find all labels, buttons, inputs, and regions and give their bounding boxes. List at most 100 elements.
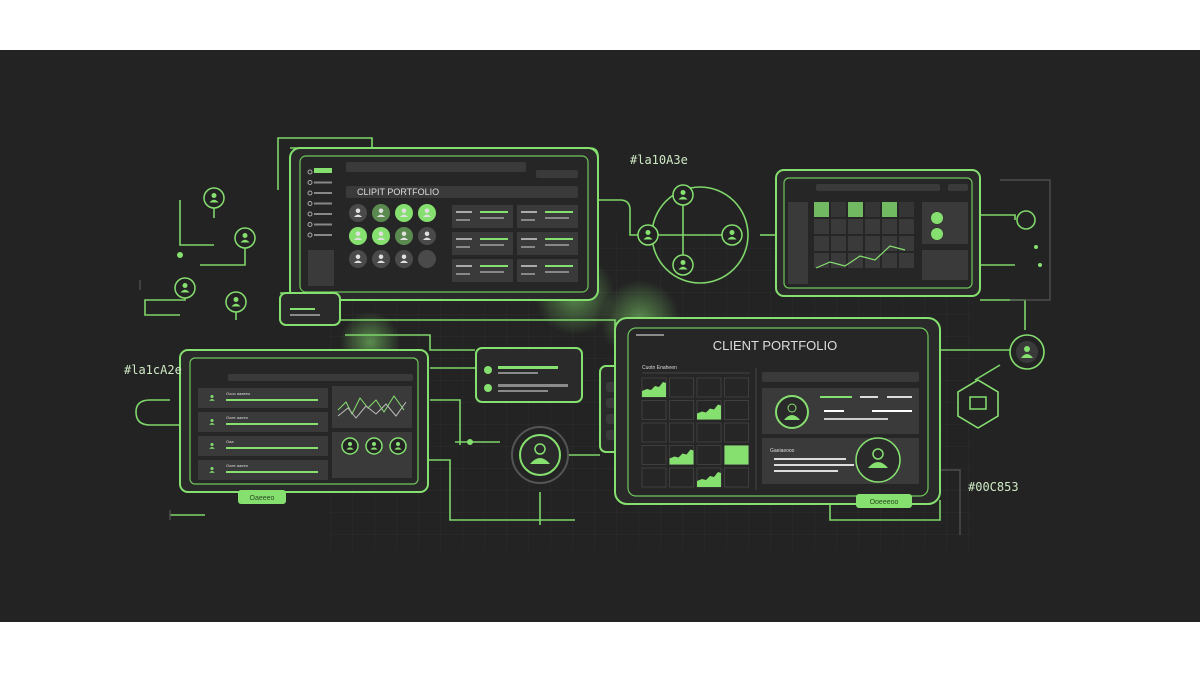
client-row[interactable] — [198, 412, 328, 432]
header-button[interactable] — [536, 170, 578, 178]
client-name: Ooee aaeeo — [226, 463, 249, 468]
chart-cell — [814, 202, 829, 217]
sidebar-item[interactable] — [314, 234, 332, 236]
chart-cell — [848, 236, 863, 251]
client-card — [517, 259, 578, 282]
user-icon — [396, 442, 400, 446]
bottom-left-button[interactable]: Oaeeeo — [238, 490, 286, 504]
user-icon — [182, 283, 188, 288]
chart-cell — [899, 202, 914, 217]
sidebar-icon[interactable] — [307, 180, 313, 185]
sidebar-icon[interactable] — [307, 201, 313, 206]
window-icon — [969, 396, 987, 410]
text-line — [456, 265, 472, 267]
chart-cell — [641, 445, 667, 465]
user-icon — [399, 237, 409, 241]
user-icon — [645, 230, 651, 235]
chart-cell — [831, 202, 846, 217]
status-card — [475, 347, 583, 403]
client-row[interactable] — [198, 460, 328, 480]
user-icon — [210, 419, 214, 422]
area-chart — [697, 404, 721, 420]
text-line — [456, 238, 472, 240]
sidebar-icon[interactable] — [307, 232, 313, 238]
text-line — [456, 246, 470, 248]
user-icon — [729, 230, 735, 235]
user-node-central[interactable] — [511, 426, 569, 484]
user-icon — [242, 233, 248, 238]
chart-cell — [641, 400, 667, 420]
user-icon — [348, 442, 352, 446]
user-avatar[interactable] — [418, 250, 436, 268]
user-icon — [678, 266, 688, 270]
user-icon — [424, 208, 430, 213]
area-chart — [697, 472, 721, 487]
client-name: Oooo aaaeeo — [226, 391, 251, 396]
user-icon — [378, 208, 384, 213]
chart-cell — [865, 219, 880, 234]
sidebar-item[interactable] — [314, 171, 332, 173]
svg-text:Gaeiaeooo: Gaeiaeooo — [770, 448, 795, 454]
sidebar-icon[interactable] — [307, 169, 313, 175]
user-icon — [534, 443, 546, 455]
chart-cell — [669, 400, 694, 420]
search-bar[interactable] — [346, 162, 526, 172]
search-bar[interactable] — [228, 374, 413, 381]
chart-cell — [848, 253, 863, 268]
text-line — [456, 219, 470, 221]
text-line — [480, 271, 504, 273]
user-icon — [422, 237, 432, 241]
sidebar-icon[interactable] — [307, 190, 313, 196]
client-row[interactable] — [198, 388, 328, 408]
chart-cell — [641, 467, 667, 488]
chart-cell — [641, 422, 667, 443]
chart-cell — [724, 400, 749, 420]
section-label: Cuotn Enaheen — [642, 365, 677, 371]
user-icon — [355, 231, 361, 236]
search-bar[interactable] — [762, 372, 919, 382]
progress-bar — [480, 238, 508, 240]
dashboard-tablet-top-left: CLIPIT PORTFOLIO — [289, 147, 599, 301]
chart-cell — [696, 445, 722, 465]
sidebar-item[interactable] — [314, 202, 332, 205]
user-icon — [376, 214, 386, 218]
progress-bar — [545, 211, 573, 213]
user-icon — [372, 442, 376, 446]
user-icon — [680, 260, 686, 265]
chart-cell — [696, 422, 722, 443]
chart-cell — [899, 236, 914, 251]
sidebar-item[interactable] — [314, 213, 332, 215]
user-node-right[interactable] — [1009, 334, 1045, 370]
sidebar-item[interactable] — [314, 223, 332, 226]
hexagon-window-node[interactable] — [957, 379, 999, 429]
user-icon — [353, 260, 363, 264]
progress-bar — [545, 265, 573, 267]
sidebar-item[interactable] — [314, 192, 332, 194]
sidebar-icon[interactable] — [307, 211, 313, 217]
search-bar[interactable] — [816, 184, 940, 191]
user-icon — [355, 208, 361, 213]
chart-cell — [814, 219, 829, 234]
progress-bar — [226, 423, 318, 425]
chart-cell — [724, 377, 749, 398]
text-line — [456, 273, 470, 275]
user-icon — [210, 467, 214, 470]
user-icon — [346, 447, 354, 450]
portfolio-action-button[interactable]: Ooeeeoo — [856, 494, 912, 508]
highlight-cell[interactable] — [724, 445, 749, 465]
chart-cell — [865, 236, 880, 251]
text-line — [521, 238, 537, 240]
sidebar-icon[interactable] — [307, 222, 313, 227]
chart-cell — [831, 236, 846, 251]
chart-cell — [724, 467, 749, 488]
chart-cell — [865, 253, 880, 268]
chart-cell — [848, 219, 863, 234]
user-icon — [210, 395, 214, 398]
client-row[interactable] — [198, 436, 328, 456]
client-card — [452, 205, 513, 228]
area-chart — [642, 382, 666, 397]
user-icon — [727, 236, 737, 240]
color-label: #la10A3e — [630, 153, 688, 167]
sidebar-item[interactable] — [314, 181, 332, 184]
